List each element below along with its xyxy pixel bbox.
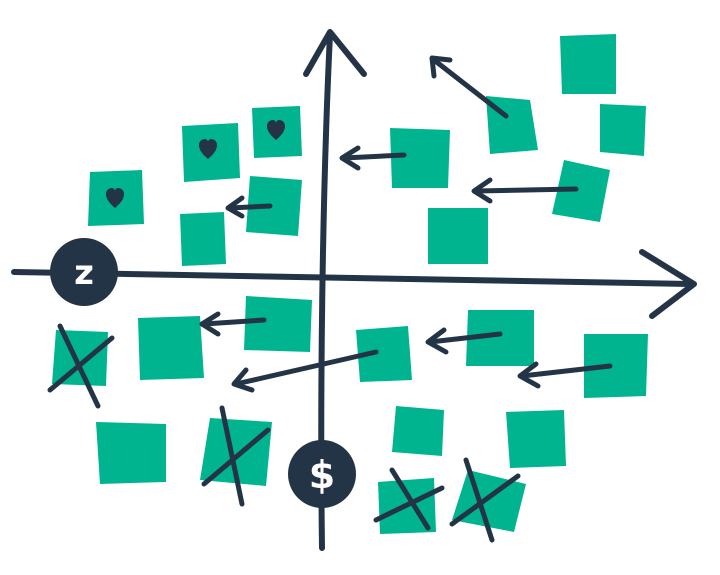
y-axis-arrowhead bbox=[303, 29, 367, 77]
card-ll-2[interactable] bbox=[138, 316, 204, 380]
card-ul-5[interactable] bbox=[180, 212, 226, 266]
heart-markers bbox=[106, 120, 285, 208]
arrow bbox=[471, 177, 579, 204]
lightning-bolt-icon: z bbox=[74, 253, 94, 293]
card-ll-1[interactable] bbox=[244, 296, 312, 352]
arrow bbox=[429, 55, 509, 119]
card-ur-4[interactable] bbox=[600, 104, 646, 156]
card-lr-5[interactable] bbox=[506, 410, 566, 468]
cross-out-icon bbox=[449, 457, 521, 543]
card-ur-1[interactable] bbox=[390, 128, 450, 188]
heart-icon bbox=[106, 188, 124, 208]
x-axis-badge: z bbox=[50, 238, 118, 306]
card-crossed-1[interactable] bbox=[52, 330, 108, 386]
arrow bbox=[231, 349, 379, 393]
arrow bbox=[425, 327, 503, 355]
dollar-sign-icon: $ bbox=[309, 453, 335, 497]
cross-out-icon bbox=[201, 405, 271, 507]
card-ll-4[interactable] bbox=[96, 422, 166, 484]
y-axis-badge: $ bbox=[288, 440, 356, 508]
x-axis-arrowhead bbox=[639, 249, 697, 319]
cross-out-icon bbox=[47, 323, 115, 409]
arrow bbox=[339, 145, 407, 171]
card-lr-2[interactable] bbox=[466, 310, 534, 366]
arrow bbox=[517, 361, 613, 389]
heart-icon bbox=[199, 139, 217, 159]
card-ur-5[interactable] bbox=[552, 160, 610, 222]
cards-layer bbox=[52, 34, 648, 534]
arrow bbox=[199, 311, 267, 337]
card-moving-1[interactable] bbox=[246, 176, 302, 236]
y-axis-badge-label: $ bbox=[309, 453, 335, 497]
card-ur-3[interactable] bbox=[560, 34, 616, 94]
movement-arrows bbox=[199, 55, 613, 393]
arrow bbox=[225, 195, 273, 219]
card-lr-4[interactable] bbox=[392, 406, 444, 456]
cross-out-icon bbox=[373, 467, 445, 531]
card-lr-3[interactable] bbox=[584, 334, 648, 398]
card-lr-1[interactable] bbox=[356, 326, 412, 382]
heart-icon bbox=[267, 120, 285, 140]
cross-markers bbox=[47, 323, 521, 543]
x-axis-badge-label: z bbox=[74, 253, 94, 293]
card-ur-6[interactable] bbox=[428, 208, 488, 264]
